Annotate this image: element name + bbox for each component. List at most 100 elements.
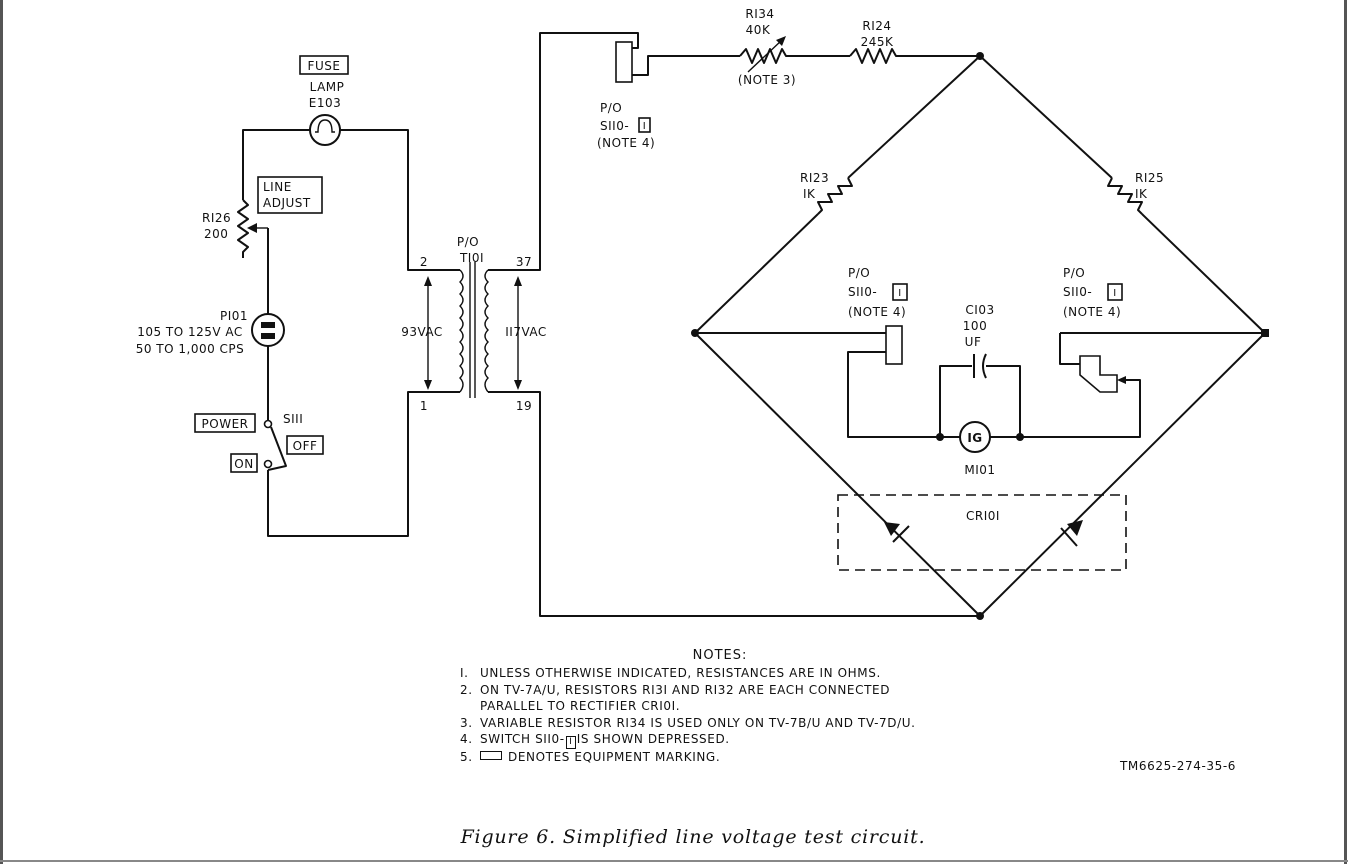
r126-value-label: 200 [204, 227, 228, 241]
wire-lamp-to-transformer [340, 129, 460, 271]
figure-caption: Figure 6. Simplified line voltage test c… [460, 826, 926, 848]
diode-cr101-right-symbol [1060, 520, 1083, 547]
s110-top-part-of-label: P/O [600, 101, 622, 115]
on-label: ON [234, 457, 253, 471]
r124-label: RI24 [862, 19, 891, 33]
meter-m101-symbol [959, 421, 991, 453]
equipment-marking-symbol [480, 751, 502, 760]
p101-label: PI01 [220, 309, 248, 323]
s110-right-part-of-label: P/O [1063, 266, 1085, 280]
p101-frequency-label: 50 TO 1,000 CPS [136, 342, 245, 356]
notes-block: NOTES: I. UNLESS OTHERWISE INDICATED, RE… [460, 648, 1000, 766]
power-marking-box [194, 413, 256, 433]
meter-ig-label: IG [967, 431, 982, 445]
s110-mid-note-label: (NOTE 4) [848, 305, 906, 319]
bridge-top-right-arm [979, 55, 1113, 179]
bridge-left-lower-arm [694, 332, 981, 617]
bridge-left-upper-arm [694, 213, 819, 334]
resistor-r123-symbol [817, 177, 853, 215]
voltage-arrow-93vac [424, 276, 432, 390]
equipment-marking-box: I [565, 736, 576, 749]
wire-top-left [242, 129, 310, 200]
wire-capacitor-loop [939, 365, 972, 437]
note-text: VARIABLE RESISTOR RI34 IS USED ONLY ON T… [480, 715, 916, 730]
page-border-left [0, 0, 3, 864]
switch-s111-symbol [263, 419, 287, 471]
s110-right-label: SII0- [1063, 285, 1092, 299]
rectifier-cr101-outline [837, 494, 1127, 571]
transformer-t101-symbol [459, 262, 489, 398]
r134-label: RI34 [745, 7, 774, 21]
circuit-schematic: FUSE LAMP E103 LINE ADJUST RI26 200 PI01… [136, 7, 1269, 620]
voltage-93vac-label: 93VAC [401, 325, 443, 339]
s110-mid-label: SII0- [848, 285, 877, 299]
junction-dot-right [1261, 329, 1269, 337]
page-border-right [1344, 0, 1347, 864]
note-number: 5. [460, 750, 473, 764]
cr101-label: CRI0I [966, 509, 1000, 523]
capacitor-c103-symbol [973, 353, 987, 379]
resistor-r124-symbol [849, 48, 900, 64]
note-number: 3. [460, 715, 473, 730]
note-item: I. UNLESS OTHERWISE INDICATED, RESISTANC… [460, 665, 1000, 682]
s110-right-marking-box [1107, 283, 1123, 301]
r134-note-label: (NOTE 3) [738, 73, 796, 87]
wire-switch-to-r134 [632, 55, 740, 76]
off-marking-box [286, 435, 324, 455]
note-number: 2. [460, 682, 473, 697]
bridge-top-left-arm [847, 55, 981, 179]
note-text-after: IS SHOWN DEPRESSED. [576, 732, 730, 746]
s110-top-note-label: (NOTE 4) [597, 136, 655, 150]
junction-dot-meter-right [1016, 433, 1024, 441]
diode-cr101-left-symbol [884, 522, 910, 543]
switch-s110-mid-symbol [885, 325, 903, 365]
off-label: OFF [293, 439, 318, 453]
s110-right-sub-label: I [1113, 288, 1116, 299]
c103-unit-label: UF [965, 335, 982, 349]
r134-value-label: 40K [746, 23, 771, 37]
r123-label: RI23 [800, 171, 829, 185]
pin-1-label: 1 [420, 399, 428, 413]
line-adjust-marking-box [257, 176, 323, 214]
r124-value-label: 245K [861, 35, 894, 49]
junction-dot-meter-left [936, 433, 944, 441]
s110-mid-sub-label: I [898, 288, 901, 299]
junction-dot-left [691, 329, 699, 337]
s110-top-sub-label: I [643, 121, 646, 132]
lamp-label: LAMP [310, 80, 345, 94]
junction-dot-top [976, 52, 984, 60]
note-text-before: SWITCH SII0- [480, 732, 565, 746]
s111-label: SIII [283, 412, 303, 426]
s110-mid-part-of-label: P/O [848, 266, 870, 280]
pin-19-label: 19 [516, 399, 532, 413]
r125-value-label: IK [1135, 187, 1148, 201]
p101-range-label: 105 TO 125V AC [137, 325, 243, 339]
r126-label: RI26 [202, 211, 231, 225]
e103-label: E103 [309, 96, 342, 110]
note-item: 2. ON TV-7A/U, RESISTORS RI3I AND RI32 A… [460, 682, 950, 715]
resistor-r126-symbol [237, 199, 268, 258]
document-id: TM6625-274-35-6 [1120, 759, 1237, 773]
wire-secondary-top [488, 32, 639, 271]
junction-dot-bottom [976, 612, 984, 620]
on-marking-box [230, 453, 258, 473]
wire-s110-mid-to-meter [847, 351, 940, 438]
pin-2-label: 2 [420, 255, 428, 269]
bridge-right-lower-arm [979, 332, 1266, 617]
note-item: 3. VARIABLE RESISTOR RI34 IS USED ONLY O… [460, 715, 920, 732]
t101-label: TI0I [459, 251, 484, 265]
switch-s110-right-symbol [1059, 333, 1126, 393]
power-label: POWER [202, 417, 249, 431]
fuse-label: FUSE [308, 59, 341, 73]
s110-top-marking-box [638, 117, 651, 133]
note-number: I. [460, 666, 469, 680]
note-text: UNLESS OTHERWISE INDICATED, RESISTANCES … [480, 666, 881, 680]
wire-capacitor-loop-right [986, 365, 1021, 437]
c103-label: CI03 [965, 303, 994, 317]
bridge-right-upper-arm [1141, 213, 1266, 334]
notes-heading: NOTES: [692, 648, 748, 663]
page-border-bottom [0, 860, 1348, 862]
voltage-arrow-117vac [514, 276, 522, 390]
switch-s110-top-symbol [615, 41, 633, 83]
